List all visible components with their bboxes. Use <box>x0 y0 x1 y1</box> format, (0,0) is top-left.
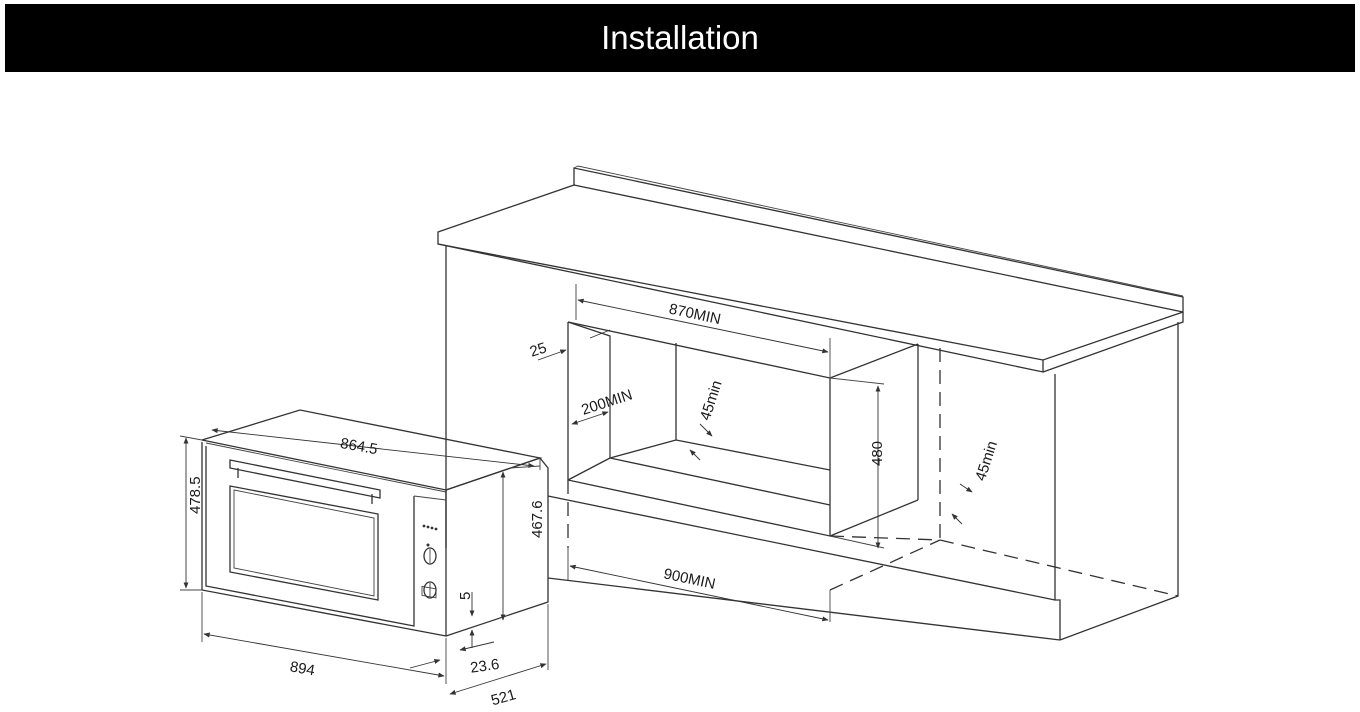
cutout-opening <box>567 321 831 537</box>
oven-window <box>229 485 379 601</box>
dim-rear-clearance: 200MIN <box>579 386 634 418</box>
cabinet <box>437 165 1184 641</box>
dim-oven-height: 478.5 <box>187 476 204 514</box>
oven-handle <box>229 459 381 499</box>
dim-oven-width: 894 <box>289 658 317 679</box>
dim-bottom-gap: 5 <box>457 592 474 600</box>
dim-right-vent: 45min <box>972 439 1001 483</box>
dim-oven-front-height: 467.6 <box>529 500 546 538</box>
dim-oven-depth: 521 <box>489 686 518 709</box>
worktop <box>437 167 1184 361</box>
oven-side <box>445 457 549 637</box>
oven-knob-lower <box>423 581 437 599</box>
oven-knob-upper <box>423 547 437 565</box>
dim-cutout-height: 480 <box>869 441 886 466</box>
oven-dimensions: 864.5 478.5 467.6 5 894 23.6 521 <box>179 428 549 709</box>
dim-total-width: 900MIN <box>662 565 717 593</box>
page-title: Installation <box>601 19 759 56</box>
oven-front <box>201 442 447 637</box>
page-header: Installation <box>5 4 1355 72</box>
dim-side-gap: 25 <box>528 339 549 360</box>
dim-oven-depth-top: 864.5 <box>339 435 379 458</box>
dim-panel-thickness: 23.6 <box>469 656 500 677</box>
cabinet-dimensions: 870MIN 25 200MIN 45min 480 45min 900MIN <box>528 284 1001 622</box>
button-dot <box>422 524 426 528</box>
dim-top-vent: 45min <box>697 378 726 422</box>
